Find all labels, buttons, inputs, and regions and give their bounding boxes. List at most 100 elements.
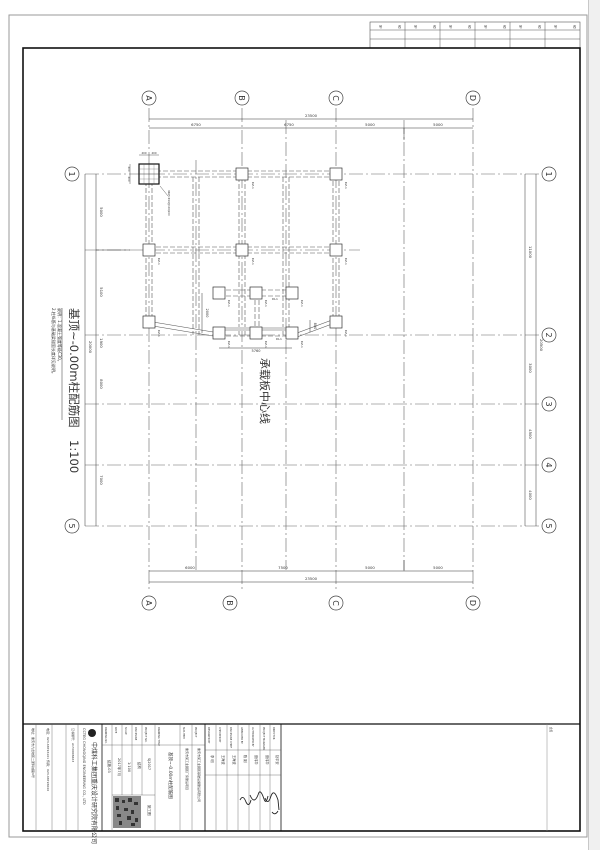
svg-text:5000: 5000 [433,565,443,570]
axis-label-D-bottom: D [468,600,477,606]
svg-text:DATE: DATE [114,727,117,734]
drawing-scale: 1:100 [67,440,81,473]
svg-text:李 明: 李 明 [210,755,215,762]
svg-text:证书编号：A150008463: 证书编号：A150008463 [71,728,76,762]
tie-beams [152,319,333,338]
svg-text:KZ-1: KZ-1 [251,258,255,265]
svg-text:AUTHORIZED BY: AUTHORIZED BY [251,727,254,747]
svg-text:号: 号 [519,24,522,29]
signatures [239,791,280,815]
axis-label-B: B [237,95,246,101]
svg-text:改: 改 [398,24,402,29]
svg-text:KZ-1: KZ-1 [344,258,348,265]
svg-text:号: 号 [484,24,487,29]
svg-text:DL1: DL1 [276,337,282,341]
svg-text:KZ-1: KZ-1 [300,300,304,307]
grid-lines-horizontal [85,173,540,527]
svg-text:张伟华: 张伟华 [254,755,259,765]
axis-label-4: 4 [544,462,553,467]
svg-text:重庆市某工业园区厂房建设项目: 重庆市某工业园区厂房建设项目 [185,748,190,790]
svg-text:23500: 23500 [305,113,318,118]
column-section-detail: 400 400 400 400 4Φ25 Φ10@100/200 [127,151,171,216]
svg-text:APPROVED BY: APPROVED BY [240,727,243,744]
axis-bubbles-top [141,90,481,106]
dimensions-left [84,174,130,526]
column-tags: KZ-1 KZ-1 KZ-1 KZ-1 KZ-1 KZ-1 KZ-1 KZ-1 … [157,182,348,348]
company-logo-icon [88,729,96,737]
svg-text:KZ-1: KZ-1 [264,341,268,348]
company-name-en: CCTEG CHONGQING ENGINEERING CO., LTD [82,728,86,805]
stage: 施工图 [147,805,152,816]
svg-text:CHECKED BY: CHECKED BY [218,727,221,743]
svg-text:1900: 1900 [99,338,104,348]
svg-text:赵平安: 赵平安 [275,755,280,765]
axis-bubbles-right [541,166,557,534]
svg-text:DISCIPLINE CHIEF: DISCIPLINE CHIEF [229,727,232,749]
svg-text:20500: 20500 [539,339,544,352]
drawing-note-1: 说明：1.混凝土强度等级C30。 [57,308,63,364]
discipline: 结构 [137,762,142,770]
axis-label-5: 5 [544,523,553,528]
svg-text:KZ-1: KZ-1 [157,258,161,265]
dimensions-bottom [149,560,473,583]
svg-text:4Φ25 Φ10@100/200: 4Φ25 Φ10@100/200 [167,190,171,216]
svg-text:DIRECTOR: DIRECTOR [272,727,275,740]
svg-text:电话：023-68726161 传真：023-687260: 电话：023-68726161 传真：023-68726046 [46,728,51,791]
svg-text:5100: 5100 [99,287,104,297]
axis-label-5-left: 5 [67,523,76,528]
svg-text:PROJECT NO.: PROJECT NO. [144,727,147,743]
svg-text:王海波: 王海波 [221,755,226,765]
beam-tags: DL1 DL1 [272,297,282,341]
axis-label-A: A [144,95,153,101]
company-name-cn: 中煤科工集团重庆设计研究院有限公司 [90,742,98,844]
svg-text:6000: 6000 [185,565,195,570]
axis-label-B-bottom: B [225,600,234,606]
svg-text:改: 改 [468,24,472,29]
svg-text:KZ-1: KZ-1 [264,300,268,307]
center-line-label: 承载板中心线 [258,358,272,424]
drawing-title-value: 基顶~-0.00m柱配筋图 [167,752,174,799]
project-number: SJ2017 [147,758,151,770]
svg-text:改: 改 [538,24,542,29]
drawing-title: 基顶~-0.00m柱配筋图 [67,308,81,428]
svg-text:5000: 5000 [99,207,104,217]
svg-text:KZ-1: KZ-1 [300,341,304,348]
svg-text:8000: 8000 [99,379,104,389]
svg-text:地址：重庆市九龙坡区二郎科城路6号: 地址：重庆市九龙坡区二郎科城路6号 [31,728,36,778]
title-block: 地址：重庆市九龙坡区二郎科城路6号 电话：023-68726161 传真：023… [23,723,580,844]
columns [142,167,343,340]
axis-label-C-bottom: C [331,600,340,606]
svg-text:400: 400 [127,177,131,182]
svg-text:KZ-1: KZ-1 [157,330,161,337]
svg-text:张伟华: 张伟华 [265,755,270,765]
drawing-note-2: 2.柱纵筋与基础梁锚固长度详见说明。 [51,308,57,376]
axis-label-2: 2 [544,332,553,337]
drawing-number: 结施-03 [107,760,112,773]
svg-text:KZ-1: KZ-1 [251,182,255,189]
svg-text:号: 号 [379,24,382,29]
svg-text:号: 号 [449,24,452,29]
svg-text:4500: 4500 [528,429,533,439]
svg-text:PROJECT MANAGER: PROJECT MANAGER [262,727,265,751]
svg-text:改: 改 [433,24,437,29]
svg-text:改: 改 [573,24,577,29]
page-edge [588,0,600,850]
svg-text:11000: 11000 [528,246,533,259]
axis-label-1: 1 [544,171,553,176]
svg-text:5000: 5000 [365,122,375,127]
axis-label-3: 3 [544,401,553,406]
svg-text:7000: 7000 [99,475,104,485]
axis-label-1-left: 1 [67,171,76,176]
svg-text:DRAWING TITLE: DRAWING TITLE [157,727,160,746]
svg-text:DRAWING NO.: DRAWING NO. [104,727,107,744]
svg-text:20000: 20000 [88,341,93,354]
grid-lines-vertical [148,108,474,592]
svg-text:SUB-ITEM: SUB-ITEM [182,727,185,739]
drawing-title-block: 基顶~-0.00m柱配筋图 1:100 说明：1.混凝土强度等级C30。 2.柱… [51,308,81,473]
svg-text:会签: 会签 [549,727,553,733]
svg-text:KZ-1: KZ-1 [227,341,231,348]
revision-table: 号 改 号 改 号 改 号 改 号 改 号 改 [369,21,581,49]
drawing-scale-value: 1:100 [127,762,131,772]
svg-text:SCALE: SCALE [124,727,127,735]
svg-text:改: 改 [503,24,507,29]
